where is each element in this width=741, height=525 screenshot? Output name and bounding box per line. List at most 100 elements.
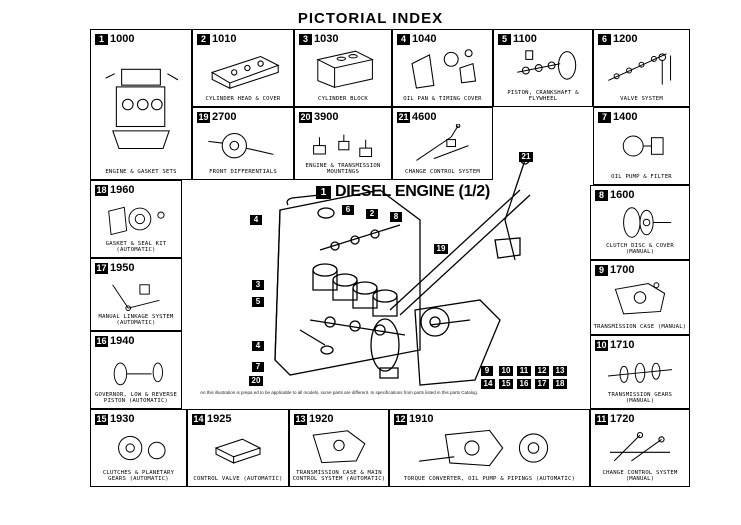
clutch-disc-icon — [597, 202, 683, 243]
callout-15[interactable]: 15 — [499, 379, 513, 389]
callout-16[interactable]: 16 — [517, 379, 531, 389]
mounting-icon — [301, 124, 385, 163]
callout-3[interactable]: 3 — [252, 280, 264, 290]
section-caption: Control Valve (Automatic) — [193, 476, 283, 483]
section-caption: Gasket & Seal Kit (Automatic) — [105, 240, 167, 254]
section-number: 6 — [598, 33, 611, 45]
callout-10[interactable]: 10 — [499, 366, 513, 376]
callout-17[interactable]: 17 — [535, 379, 549, 389]
callout-6[interactable]: 6 — [342, 205, 354, 215]
section-caption: Cylinder Head & Cover — [205, 96, 281, 103]
callout-2[interactable]: 2 — [366, 209, 378, 219]
callout-19[interactable]: 19 — [434, 244, 448, 254]
section-number: 11 — [595, 413, 608, 425]
section-code: 1600 — [610, 189, 635, 201]
section-caption: Transmission Case (Manual) — [593, 324, 687, 331]
valve-system-icon — [600, 46, 683, 90]
cylinder-head-icon — [199, 46, 287, 90]
callout-5[interactable]: 5 — [252, 297, 264, 307]
callout-12[interactable]: 12 — [535, 366, 549, 376]
page-title: PICTORIAL INDEX — [297, 10, 444, 27]
section-code: 1400 — [613, 111, 638, 123]
section-caption: Clutch Disc & Cover (Manual) — [606, 242, 674, 256]
cylinder-block-icon — [301, 46, 385, 90]
engine-assembly-icon — [97, 46, 185, 163]
torque-converter-icon — [396, 426, 583, 470]
callout-4-upper[interactable]: 4 — [250, 215, 262, 225]
section-caption: Valve System — [620, 96, 663, 103]
section-code: 1940 — [110, 335, 135, 347]
section-number: 18 — [95, 184, 108, 196]
section-caption: Governor, Low & Reverse Piston (Automati… — [94, 391, 178, 405]
callout-21[interactable]: 21 — [519, 152, 533, 162]
callout-7[interactable]: 7 — [252, 362, 264, 372]
section-caption: Change Control System (Manual) — [602, 469, 678, 483]
section-code: 1040 — [412, 33, 437, 45]
callout-14[interactable]: 14 — [481, 379, 495, 389]
callout-9[interactable]: 9 — [481, 366, 493, 376]
section-code: 1700 — [610, 264, 635, 276]
shift-lever-icon — [399, 123, 486, 163]
governor-icon — [97, 348, 175, 392]
section-number: 4 — [397, 33, 410, 45]
section-number: 20 — [299, 111, 312, 123]
section-code: 1925 — [207, 413, 232, 425]
section-code: 1100 — [513, 33, 537, 45]
section-code: 3900 — [314, 111, 339, 123]
section-code: 1950 — [110, 262, 135, 274]
transmission-gears-icon — [597, 352, 683, 392]
callout-11[interactable]: 11 — [517, 366, 531, 376]
center-title: DIESEL ENGINE (1/2) — [335, 183, 490, 200]
callout-13[interactable]: 13 — [553, 366, 567, 376]
section-caption: Engine & Transmission Mountings — [305, 162, 381, 176]
section-number: 17 — [95, 262, 108, 274]
callout-20[interactable]: 20 — [249, 376, 263, 386]
section-number: 21 — [397, 111, 410, 123]
section-number: 5 — [498, 33, 511, 45]
section-caption: Manual Linkage System (Automatic) — [98, 313, 174, 327]
callout-18[interactable]: 18 — [553, 379, 567, 389]
section-number: 19 — [197, 111, 210, 123]
section-number: 2 — [197, 33, 210, 45]
section-code: 4600 — [412, 111, 437, 123]
section-code: 1010 — [212, 33, 237, 45]
section-number: 10 — [595, 339, 608, 351]
section-code: 1200 — [613, 33, 638, 45]
section-number: 9 — [595, 264, 608, 276]
planetary-gear-icon — [97, 426, 180, 470]
callout-8[interactable]: 8 — [390, 212, 402, 222]
callout-4-lower[interactable]: 4 — [252, 341, 264, 351]
section-caption: Change Control System — [405, 169, 480, 176]
section-number: 1 — [95, 33, 108, 45]
section-code: 1720 — [610, 413, 635, 425]
section-caption: Oil Pan & Timing Cover — [403, 96, 482, 103]
center-heading: 1 DIESEL ENGINE (1/2) — [316, 183, 490, 201]
section-number: 8 — [595, 189, 608, 201]
differential-icon — [199, 124, 287, 163]
section-code: 1000 — [110, 33, 135, 45]
section-code: 1960 — [110, 184, 135, 196]
section-code: 1930 — [110, 413, 135, 425]
illustration-note: An this illustration is prepa ed to be a… — [200, 390, 479, 395]
